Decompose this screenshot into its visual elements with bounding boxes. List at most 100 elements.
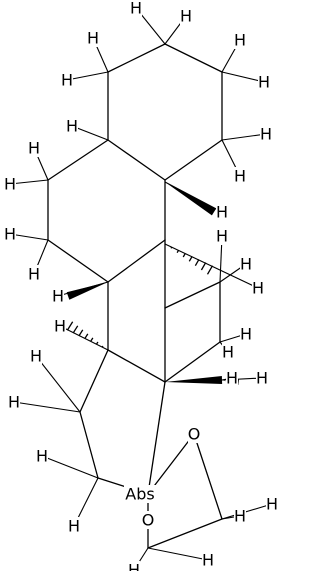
hydrogen-bond-line: [57, 281, 109, 297]
abs-stereo-label: Abs: [125, 485, 154, 504]
solid-wedge-bond: [66, 282, 108, 300]
hydrogen-label: H: [4, 175, 16, 194]
hydrogen-label: H: [52, 287, 64, 306]
bond-line: [107, 349, 166, 383]
hydrogen-bond-line: [9, 233, 49, 241]
hydrogen-label: H: [240, 325, 252, 344]
hydrogen-label: H: [180, 7, 192, 26]
bond-line: [47, 139, 109, 181]
solid-wedge-bond: [165, 376, 223, 384]
hydrogen-label-background: [222, 343, 234, 361]
hydrogen-label-background: [252, 279, 264, 297]
hydrogen-label-background: [4, 175, 16, 193]
hashed-wedge-bond: [78, 329, 84, 337]
hydrogen-label: H: [128, 561, 140, 571]
hydrogen-label-background: [234, 167, 246, 185]
hydrogen-label: H: [130, 0, 142, 18]
hashed-wedge-bond: [66, 321, 74, 331]
oxygen-label-lower-background: [142, 511, 154, 529]
hydrogen-label: H: [226, 369, 238, 388]
bond-line: [107, 139, 166, 181]
hydrogen-label-background: [54, 317, 66, 335]
hydrogen-label: H: [36, 447, 48, 466]
bond-line: [107, 43, 166, 73]
hydrogen-label: H: [256, 369, 268, 388]
hydrogen-label: H: [234, 507, 246, 526]
hydrogen-bond-line: [164, 243, 259, 289]
hydrogen-label: H: [61, 71, 73, 90]
hydrogen-bond-line: [66, 71, 109, 81]
hydrogen-bond-line: [221, 71, 265, 83]
hydrogen-label-background: [28, 139, 40, 157]
hydrogen-label-background: [28, 265, 40, 283]
bond-line: [164, 341, 221, 383]
bond-line: [147, 381, 166, 495]
hydrogen-label-background: [240, 255, 252, 273]
hydrogen-label: H: [240, 255, 252, 274]
hydrogen-label: H: [252, 279, 264, 298]
hydrogen-label-background: [30, 347, 42, 365]
hashed-wedge-bond: [194, 259, 200, 266]
hydrogen-label-background: [226, 369, 238, 387]
hydrogen-label: H: [260, 125, 272, 144]
bond-line: [164, 43, 223, 73]
hydrogen-bond-line: [59, 325, 109, 351]
bond-line: [193, 433, 223, 520]
hydrogen-label-background: [202, 551, 214, 569]
hydrogen-label-background: [216, 227, 228, 245]
hydrogen-bond-line: [9, 179, 49, 185]
hashed-wedge-bond: [84, 333, 89, 340]
hydrogen-label-background: [61, 71, 73, 89]
hydrogen-label-background: [4, 225, 16, 243]
hydrogen-bond-line: [13, 401, 81, 413]
hydrogen-label-background: [256, 369, 268, 387]
stereo-wedges: [66, 182, 240, 386]
hydrogen-label-background: [234, 31, 246, 49]
hydrogen-label: H: [216, 203, 228, 222]
hydrogen-label-background: [66, 117, 78, 135]
bond-line: [164, 281, 221, 309]
hashed-wedge-bond: [206, 265, 214, 275]
bond-line: [79, 411, 99, 479]
abs-stereo-label-background: [124, 485, 156, 503]
oxygen-label-upper-background: [188, 425, 200, 443]
hydrogen-label: H: [28, 265, 40, 284]
bond-line: [147, 433, 195, 495]
hydrogen-label: H: [216, 227, 228, 246]
bond-line: [147, 518, 223, 549]
hydrogen-label-background: [36, 447, 48, 465]
hydrogen-label-background: [128, 561, 140, 571]
bond-line: [164, 139, 223, 181]
skeletal-bonds: [47, 43, 223, 549]
hydrogen-label-background: [216, 203, 228, 221]
hydrogen-bond-line: [147, 547, 209, 561]
hydrogen-label-background: [266, 495, 278, 513]
hydrogen-label: H: [202, 551, 214, 570]
hashed-wedge-bond: [72, 325, 79, 334]
bond-line: [47, 239, 109, 283]
hydrogen-label: H: [30, 347, 42, 366]
hydrogen-bond-line: [221, 133, 267, 141]
oxygen-label-lower: O: [142, 511, 155, 530]
hydrogen-label-background: [68, 517, 80, 535]
hydrogen-label: H: [8, 393, 20, 412]
hydrogen-label-background: [260, 125, 272, 143]
hydrogen-label: H: [4, 225, 16, 244]
solid-wedge-bond: [165, 182, 217, 216]
hydrogen-label: H: [258, 73, 270, 92]
hydrogen-label: H: [222, 343, 234, 362]
hydrogen-label-background: [240, 325, 252, 343]
hydrogen-bond-line: [41, 455, 99, 479]
hydrogen-label: H: [54, 317, 66, 336]
hydrogen-label-background: [234, 507, 246, 525]
hydrogen-label: H: [87, 29, 99, 48]
hydrogen-label-background: [87, 29, 99, 47]
hydrogen-label-background: [52, 287, 64, 305]
hydrogen-label: H: [66, 117, 78, 136]
hashed-wedge-bond: [200, 262, 207, 271]
hydrogen-bond-line: [221, 503, 273, 520]
oxygen-label-upper: O: [188, 425, 201, 444]
bond-line: [79, 349, 109, 413]
